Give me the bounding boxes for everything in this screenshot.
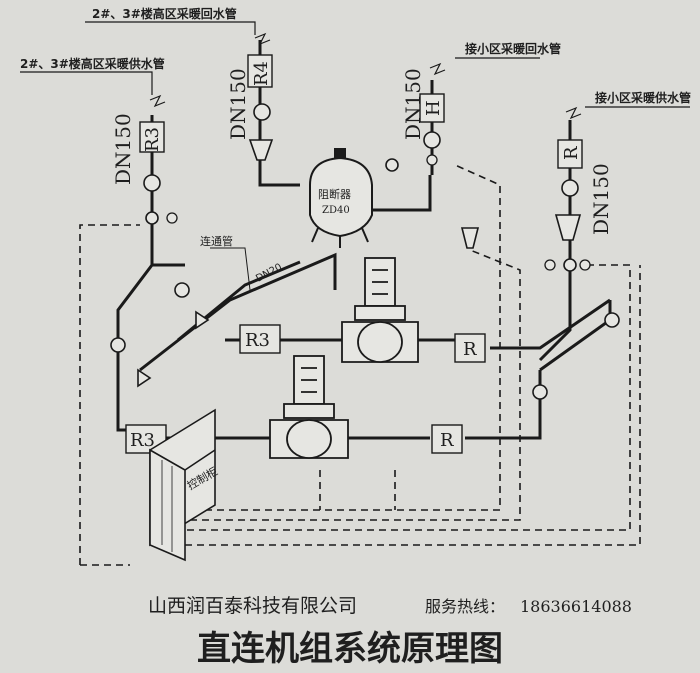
tag-r3-top: R3 xyxy=(142,127,163,152)
dn150-label-4: DN150 xyxy=(589,163,613,235)
gauges xyxy=(166,154,591,271)
label-high-supply: 2#、3#楼高区采暖供水管 xyxy=(20,56,165,71)
header-right-upper xyxy=(490,298,611,350)
tag-boxes xyxy=(125,54,583,454)
control-cabinet xyxy=(149,408,216,562)
label-bypass: 连通管 xyxy=(200,234,233,248)
bypass-leader xyxy=(210,247,251,291)
separator-out-pipe xyxy=(360,175,432,212)
valves xyxy=(110,103,620,400)
dn150-label-1: DN150 xyxy=(111,113,135,185)
dn150-label-2: DN150 xyxy=(226,68,250,140)
tag-r-low: R xyxy=(440,430,454,451)
pump-upper xyxy=(341,257,419,363)
tag-r4: R4 xyxy=(251,61,272,86)
separator-name: 阻断器 xyxy=(318,187,351,201)
pump-lower xyxy=(269,355,349,459)
company-name: 山西润百泰科技有限公司 xyxy=(148,595,357,617)
label-low-return: 接小区采暖回水管 xyxy=(465,41,561,56)
separator-model: ZD40 xyxy=(322,205,350,216)
tag-r3-mid: R3 xyxy=(245,330,270,351)
pipe-label-leaders xyxy=(20,21,690,120)
tag-h: H xyxy=(423,100,444,116)
separator-vessel xyxy=(309,148,373,248)
diagram-title: 直连机组系统原理图 xyxy=(197,629,503,669)
control-signal-lines xyxy=(79,164,641,566)
hotline-phone: 18636614088 xyxy=(520,597,632,616)
label-high-return: 2#、3#楼高区采暖回水管 xyxy=(92,6,237,21)
tag-r-right: R xyxy=(561,146,582,160)
tag-r3-low: R3 xyxy=(130,430,155,451)
high-return-riser xyxy=(258,40,300,187)
hotline-label: 服务热线： xyxy=(425,597,505,616)
label-low-supply: 接小区采暖供水管 xyxy=(595,90,691,105)
tag-r-mid: R xyxy=(463,339,477,360)
